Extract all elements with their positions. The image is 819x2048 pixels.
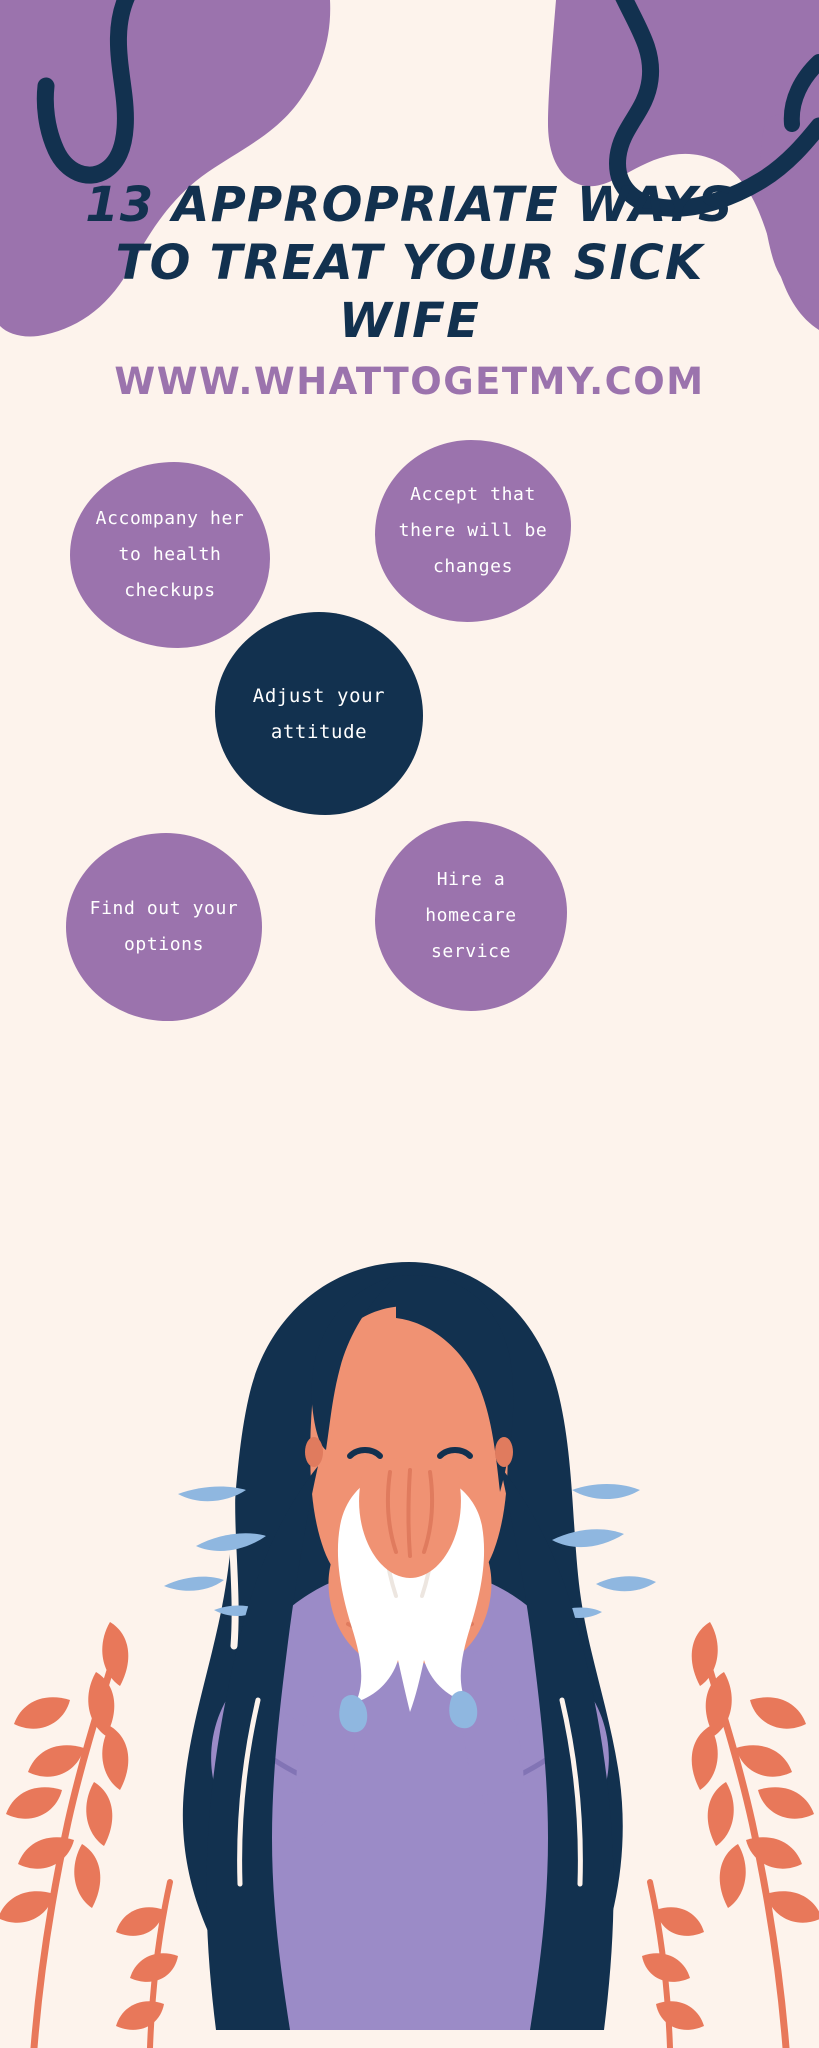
- eye-right: [437, 1447, 473, 1459]
- website-url[interactable]: WWW.WHATTOGETMY.COM: [114, 360, 705, 403]
- navy-squiggle-left: [36, 0, 135, 184]
- leaf: [656, 2001, 704, 2030]
- hair-highlight-left-2: [201, 1459, 229, 1621]
- leaf: [14, 1697, 70, 1729]
- neck: [356, 1504, 460, 1584]
- bubble-adjust-your-attitude[interactable]: Adjust your attitude: [215, 612, 423, 815]
- leaf: [719, 1844, 746, 1908]
- leaf: [750, 1697, 806, 1729]
- title-line-1: 13 APPROPRIATE WAYS: [85, 177, 734, 233]
- leaf: [642, 1953, 690, 1982]
- tissue-fold: [382, 1498, 436, 1598]
- plant-stem-left-2: [147, 1879, 173, 2048]
- eye-left: [347, 1447, 383, 1459]
- title-line-3: WIFE: [338, 293, 481, 349]
- sneeze-droplets-right: [552, 1484, 656, 1618]
- ear-left: [305, 1437, 323, 1467]
- sleeve-fold-right: [495, 1753, 555, 1787]
- bubble-accompany-her-to-health-checkups[interactable]: Accompany her to health checkups: [70, 462, 270, 648]
- face: [310, 1306, 508, 1610]
- title-line-2: TO TREAT YOUR SICK: [115, 235, 704, 291]
- hand-left: [328, 1529, 406, 1665]
- leaf: [736, 1745, 792, 1777]
- tissue: [337, 1470, 485, 1712]
- finger-lines-left: [344, 1562, 388, 1644]
- tissue-drip-droplets: [339, 1690, 478, 1733]
- forearm-right: [438, 1650, 524, 1796]
- leaf: [28, 1745, 84, 1777]
- bubble-label: Adjust your attitude: [252, 684, 386, 743]
- plant-stem-left: [30, 1660, 116, 2048]
- hand-right: [414, 1529, 492, 1665]
- hair-shoulder-left: [206, 1466, 318, 2030]
- leaf: [116, 2001, 164, 2030]
- sweater-body: [211, 1566, 609, 2030]
- bottom-left-plant: [0, 1622, 178, 2048]
- leaf: [74, 1844, 101, 1908]
- leaf: [746, 1837, 802, 1869]
- hands-over-tissue: [359, 1457, 461, 1578]
- sneeze-droplets-left: [164, 1486, 266, 1616]
- leaf: [766, 1891, 819, 1923]
- leaf: [707, 1782, 734, 1846]
- leaf: [18, 1837, 74, 1869]
- hands-over-tissue-fingers: [386, 1468, 434, 1558]
- leaf: [0, 1891, 54, 1923]
- hair-back: [182, 1262, 623, 2030]
- hair-highlight-left: [228, 1326, 272, 1650]
- hair-shoulder-highlight-right: [559, 1697, 583, 1887]
- finger-lines-right: [432, 1562, 476, 1644]
- navy-squiggle-far-right: [783, 54, 819, 132]
- hair-front-left: [311, 1276, 396, 1450]
- forearm-left: [296, 1650, 382, 1796]
- leaf: [116, 1907, 164, 1936]
- bubble-label: Accompany her to health checkups: [95, 508, 245, 601]
- ear-right: [495, 1437, 513, 1467]
- leaf: [705, 1672, 732, 1736]
- bubble-accept-that-there-will-be-changes[interactable]: Accept that there will be changes: [375, 440, 571, 622]
- bubble-hire-a-homecare-service[interactable]: Hire a homecare service: [375, 821, 567, 1011]
- leaf: [758, 1787, 814, 1819]
- bubble-label: Find out your options: [89, 898, 239, 955]
- leaf: [691, 1726, 718, 1790]
- plant-stem-right: [704, 1660, 790, 2048]
- hair-highlight-right-2: [591, 1517, 611, 1679]
- poster-header: 13 APPROPRIATE WAYS TO TREAT YOUR SICK W…: [0, 176, 819, 403]
- hair-front-right: [396, 1274, 514, 1492]
- hair-highlight-right: [524, 1296, 590, 1604]
- woman-sneezing-illustration: [164, 1262, 656, 2030]
- page-title: 13 APPROPRIATE WAYS TO TREAT YOUR SICK W…: [0, 176, 819, 350]
- leaf: [6, 1787, 62, 1819]
- leaf: [102, 1622, 129, 1686]
- sleeve-right-arm: [480, 1684, 609, 1844]
- sleeve-left-arm: [211, 1684, 340, 1844]
- leaf: [691, 1622, 718, 1686]
- plant-stem-right-2: [647, 1879, 673, 2048]
- bubble-label: Accept that there will be changes: [398, 484, 548, 577]
- leaf: [102, 1726, 129, 1790]
- leaf: [656, 1907, 704, 1936]
- leaf: [130, 1953, 178, 1982]
- leaf: [88, 1672, 115, 1736]
- hair-shoulder-highlight-left: [237, 1697, 261, 1887]
- hair-shoulder-right: [500, 1466, 614, 2030]
- bottom-right-plant: [642, 1622, 819, 2048]
- bubble-find-out-your-options[interactable]: Find out your options: [66, 833, 262, 1021]
- sleeve-fold-left: [265, 1753, 325, 1787]
- bubble-label: Hire a homecare service: [425, 869, 517, 962]
- leaf: [86, 1782, 113, 1846]
